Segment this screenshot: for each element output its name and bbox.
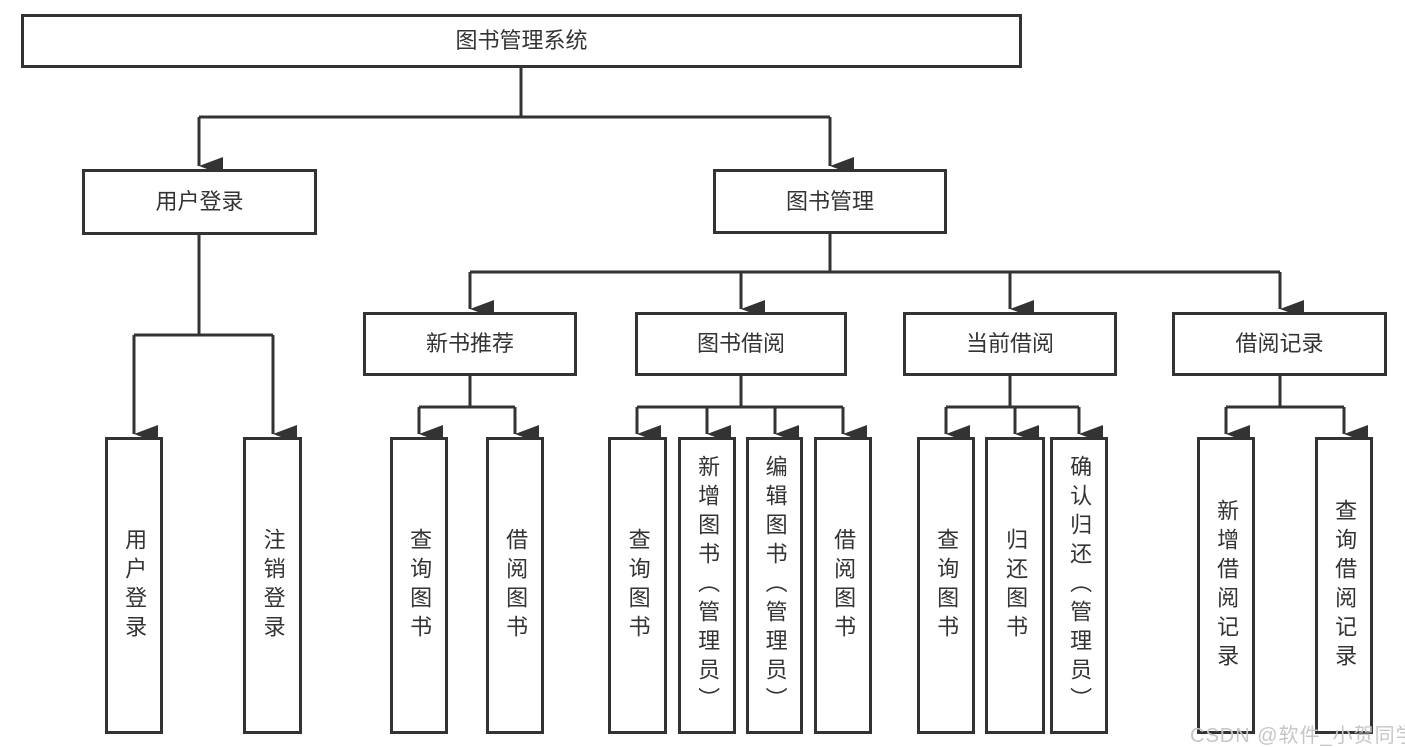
node-book-borrowing: 图书借阅 (635, 312, 847, 376)
leaf-user-login: 用户登录 (105, 437, 163, 734)
node-new-book-recommend: 新书推荐 (363, 312, 577, 376)
leaf-borrow-borrow-books: 借阅图书 (814, 437, 872, 734)
leaf-records-add-record: 新增借阅记录 (1197, 437, 1255, 734)
leaf-current-confirm-return-admin: 确认归还（管理员） (1050, 437, 1108, 734)
leaf-borrow-query-books: 查询图书 (608, 437, 667, 734)
leaf-current-query-books: 查询图书 (917, 437, 975, 734)
node-book-management: 图书管理 (713, 169, 947, 234)
leaf-current-return-books: 归还图书 (985, 437, 1045, 734)
leaf-recommend-query-books: 查询图书 (390, 437, 448, 734)
leaf-records-query-record: 查询借阅记录 (1315, 437, 1373, 734)
node-borrowing-records: 借阅记录 (1172, 312, 1387, 376)
leaf-logout: 注销登录 (243, 437, 302, 734)
node-system-root: 图书管理系统 (21, 14, 1022, 68)
leaf-recommend-borrow-books: 借阅图书 (486, 437, 544, 734)
leaf-borrow-edit-books-admin: 编辑图书（管理员） (746, 437, 803, 734)
leaf-borrow-add-books-admin: 新增图书（管理员） (678, 437, 736, 734)
node-current-borrowing: 当前借阅 (903, 312, 1117, 376)
node-user-login: 用户登录 (82, 169, 317, 235)
csdn-watermark: CSDN @软件_小贺同学 (1190, 725, 1405, 747)
